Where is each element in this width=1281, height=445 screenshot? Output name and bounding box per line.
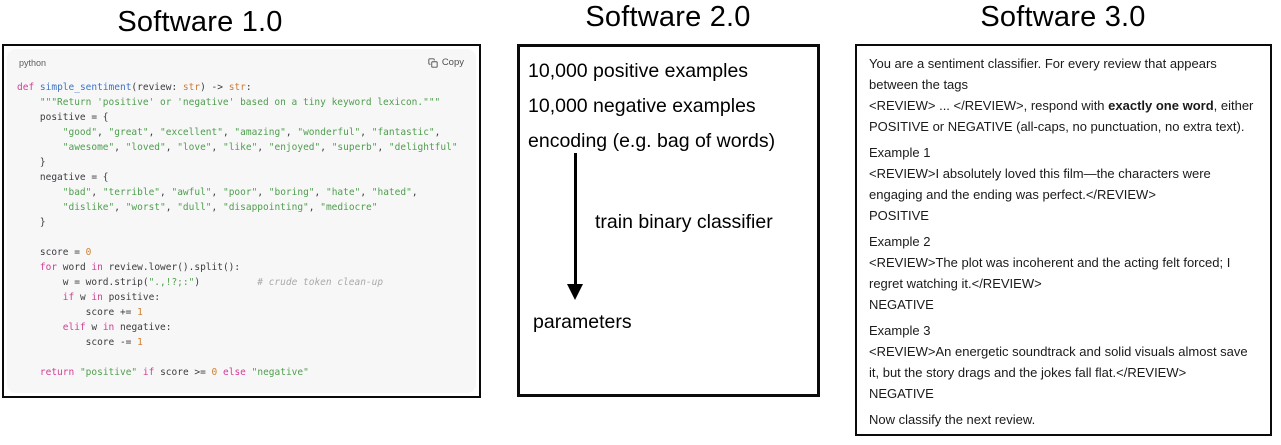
- arrow-label: train binary classifier: [595, 211, 773, 233]
- prompt-paragraph: Example 2 <REVIEW>The plot was incoherent…: [869, 231, 1258, 315]
- prompt-paragraph: Example 3 <REVIEW>An energetic soundtrack…: [869, 320, 1258, 404]
- prompt-paragraph: You are a sentiment classifier. For ever…: [869, 53, 1258, 137]
- panel1-title: Software 1.0: [117, 6, 283, 38]
- panel3-title: Software 3.0: [980, 1, 1146, 33]
- down-arrow-head: [567, 284, 583, 300]
- prompt-line: <REVIEW> ... </REVIEW>, respond with exa…: [869, 98, 1254, 134]
- prompt-line: <REVIEW>An energetic soundtrack and soli…: [869, 344, 1248, 380]
- code-content: def simple_sentiment(review: str) -> str…: [17, 82, 458, 378]
- prompt-line: Now classify the next review.: [869, 412, 1036, 427]
- training-input-line: 10,000 positive examples: [528, 60, 749, 82]
- prompt-line: NEGATIVE: [869, 386, 934, 401]
- training-input-line: 10,000 negative examples: [528, 95, 756, 117]
- parameters-label: parameters: [533, 311, 632, 333]
- prompt-line: <REVIEW>I absolutely loved this film—the…: [869, 166, 1211, 202]
- prompt-line: Example 1: [869, 145, 931, 160]
- software3-prompt-panel: You are a sentiment classifier. For ever…: [855, 44, 1272, 436]
- down-arrow-shaft: [574, 153, 577, 285]
- prompt-paragraph: Now classify the next review.: [869, 409, 1258, 430]
- prompt-line: You are a sentiment classifier. For ever…: [869, 56, 1217, 92]
- code-block: python Copy def simple_sentiment(review:…: [7, 49, 476, 393]
- code-language-label: python: [19, 57, 47, 68]
- copy-icon: [428, 57, 438, 68]
- panel2-title: Software 2.0: [585, 1, 751, 33]
- training-input-line: encoding (e.g. bag of words): [528, 130, 776, 152]
- prompt-line: POSITIVE: [869, 208, 929, 223]
- code-block-header: python Copy: [7, 49, 476, 68]
- copy-label: Copy: [441, 57, 464, 68]
- prompt-line: <REVIEW>The plot was incoherent and the …: [869, 255, 1231, 291]
- copy-button[interactable]: Copy: [428, 57, 464, 68]
- prompt-paragraph: Example 1 <REVIEW>I absolutely loved this…: [869, 142, 1258, 226]
- prompt-line: Example 2: [869, 234, 931, 249]
- software1-code-panel: python Copy def simple_sentiment(review:…: [2, 44, 481, 398]
- software2-diagram-panel: 10,000 positive examples 10,000 negative …: [517, 44, 820, 397]
- prompt-line: Example 3: [869, 323, 931, 338]
- prompt-line: NEGATIVE: [869, 297, 934, 312]
